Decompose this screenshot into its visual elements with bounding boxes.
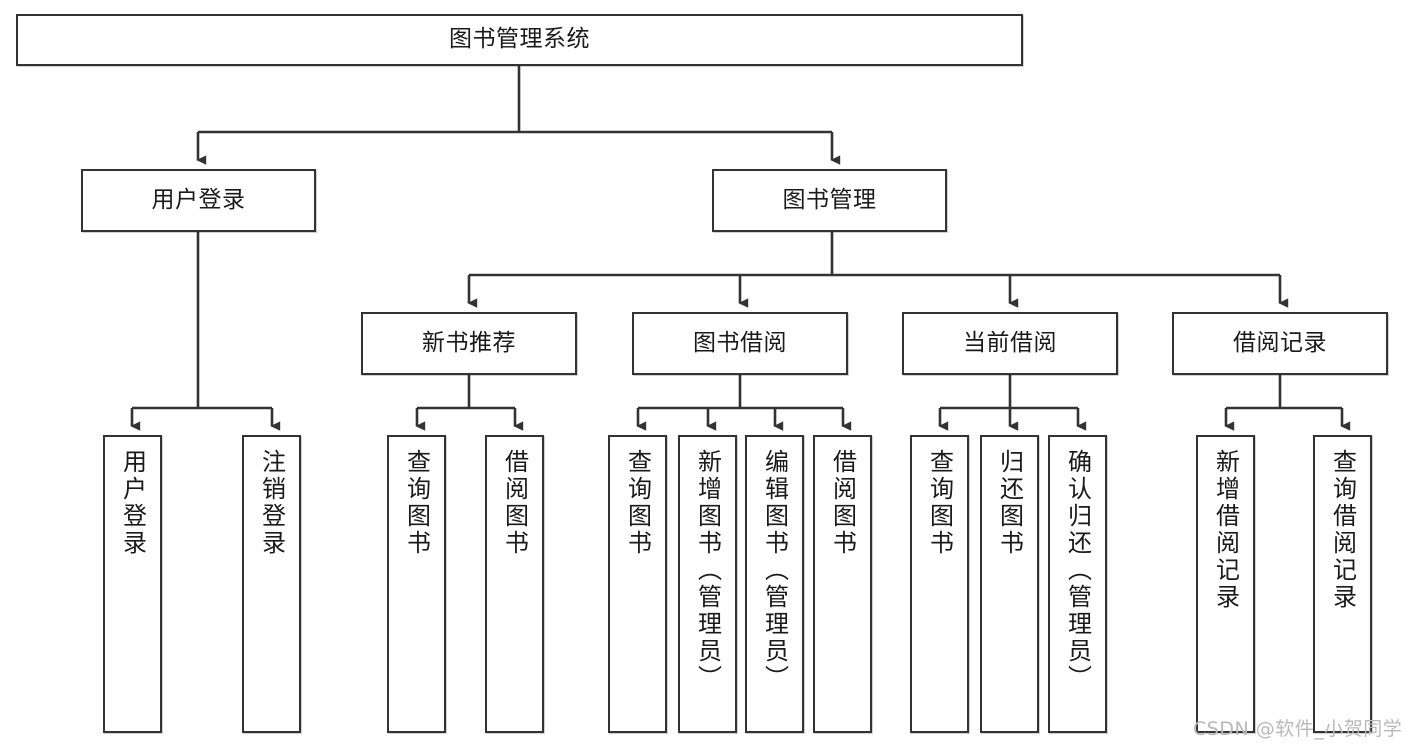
leaf-user-logout-label: 注销登录 <box>257 449 286 557</box>
leaf-confirm-return-label: 确认归还（管理员） <box>1063 449 1092 692</box>
leaf-borrow-book-2[interactable]: 借阅图书 <box>813 435 872 733</box>
leaf-return-book[interactable]: 归还图书 <box>980 435 1039 733</box>
leaf-add-record-label: 新增借阅记录 <box>1211 449 1240 611</box>
node-root-label: 图书管理系统 <box>449 26 590 53</box>
leaf-add-book-label: 新增图书（管理员） <box>693 449 722 692</box>
node-book-manage-label: 图书管理 <box>782 186 877 213</box>
leaf-return-book-label: 归还图书 <box>995 449 1024 557</box>
leaf-query-book-2[interactable]: 查询图书 <box>608 435 667 733</box>
node-user-login-label: 用户登录 <box>151 186 246 213</box>
node-new-book-rec[interactable]: 新书推荐 <box>361 312 577 375</box>
node-user-login[interactable]: 用户登录 <box>81 169 316 232</box>
leaf-query-book-2-label: 查询图书 <box>623 449 652 557</box>
node-current-borrow-label: 当前借阅 <box>963 329 1057 356</box>
leaf-user-login-label: 用户登录 <box>118 449 147 557</box>
leaf-query-book-3[interactable]: 查询图书 <box>910 435 969 733</box>
leaf-edit-book-label: 编辑图书（管理员） <box>760 449 789 692</box>
node-root[interactable]: 图书管理系统 <box>16 14 1023 66</box>
leaf-borrow-book-1-label: 借阅图书 <box>500 449 529 557</box>
node-book-manage[interactable]: 图书管理 <box>712 169 947 232</box>
leaf-query-book-1-label: 查询图书 <box>402 449 431 557</box>
leaf-confirm-return[interactable]: 确认归还（管理员） <box>1048 435 1107 733</box>
node-book-borrow[interactable]: 图书借阅 <box>632 312 848 375</box>
leaf-query-book-1[interactable]: 查询图书 <box>387 435 446 733</box>
leaf-borrow-book-2-label: 借阅图书 <box>828 449 857 557</box>
watermark: CSDN @软件_小贺同学 <box>1193 718 1403 740</box>
leaf-borrow-book-1[interactable]: 借阅图书 <box>485 435 544 733</box>
leaf-user-logout[interactable]: 注销登录 <box>242 435 301 733</box>
node-new-book-rec-label: 新书推荐 <box>422 329 516 356</box>
node-borrow-record-label: 借阅记录 <box>1233 329 1327 356</box>
leaf-query-record-label: 查询借阅记录 <box>1328 449 1357 611</box>
leaf-add-record[interactable]: 新增借阅记录 <box>1196 435 1255 733</box>
node-book-borrow-label: 图书借阅 <box>693 329 787 356</box>
node-current-borrow[interactable]: 当前借阅 <box>902 312 1118 375</box>
leaf-edit-book[interactable]: 编辑图书（管理员） <box>745 435 804 733</box>
leaf-query-book-3-label: 查询图书 <box>925 449 954 557</box>
node-borrow-record[interactable]: 借阅记录 <box>1172 312 1388 375</box>
leaf-add-book[interactable]: 新增图书（管理员） <box>678 435 737 733</box>
leaf-user-login[interactable]: 用户登录 <box>103 435 162 733</box>
leaf-query-record[interactable]: 查询借阅记录 <box>1313 435 1372 733</box>
